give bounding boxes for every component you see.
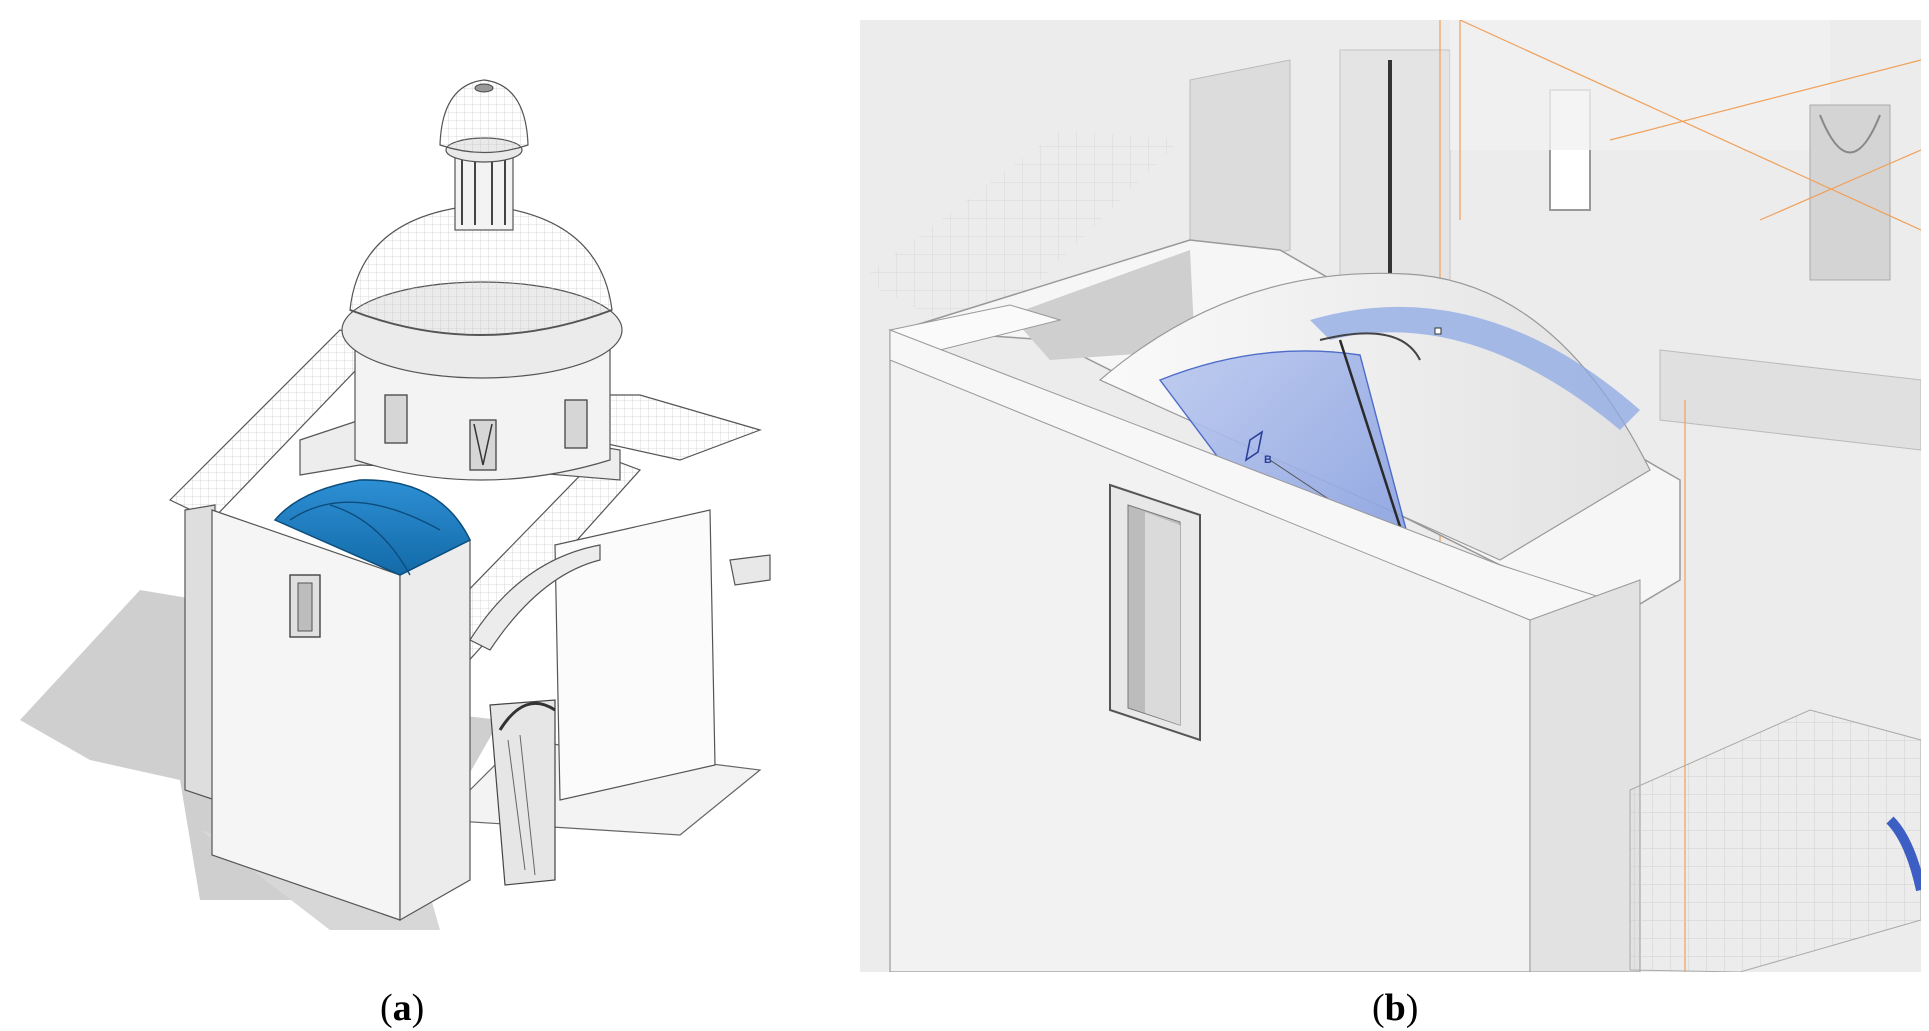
caption-b: (b) (1372, 987, 1419, 1029)
bg-roof-grid (860, 130, 1180, 340)
caption-a: (a) (380, 987, 425, 1029)
roof-tiles-lower-right (1629, 709, 1921, 972)
right-cut-wall (554, 509, 716, 801)
left-block-side (184, 504, 216, 801)
panel-a-chapel-model (0, 0, 860, 980)
section-marker-icon (1244, 430, 1264, 462)
opening-inner-wall (1010, 250, 1195, 360)
arch-section (469, 544, 601, 651)
bracket (729, 554, 771, 586)
lantern-cupola (439, 79, 529, 154)
door-interior (489, 699, 556, 886)
chapel-isometric-drawing (20, 79, 771, 930)
drum-window-3 (564, 399, 588, 449)
left-block-wall-right (399, 539, 471, 922)
front-block-side (1529, 579, 1641, 972)
section-marker-label: B (1264, 454, 1272, 466)
lantern (454, 149, 514, 231)
panel-b-vault-detail: B (860, 20, 1921, 972)
bg-upper-block (1189, 59, 1291, 271)
drum-window-1 (384, 394, 408, 444)
vault-detail-drawing: B (860, 20, 1921, 972)
left-block-front (211, 509, 401, 921)
bg-beam-right (1659, 349, 1921, 451)
